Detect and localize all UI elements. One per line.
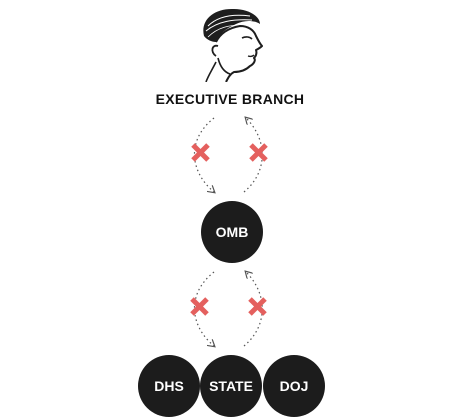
dhs-node-label: DHS: [154, 378, 184, 394]
dhs-node: DHS: [138, 355, 200, 417]
blocked-x-icon: [190, 297, 209, 316]
doj-node-label: DOJ: [279, 378, 309, 394]
executive-branch-title: EXECUTIVE BRANCH: [155, 91, 305, 107]
state-node: STATE: [200, 355, 262, 417]
omb-node: OMB: [201, 201, 263, 263]
state-node-label: STATE: [209, 378, 253, 394]
arrow-omb-to-state: [193, 271, 214, 346]
blocked-x-icon: [191, 143, 210, 162]
blocked-x-icon: [249, 143, 268, 162]
arrow-executive-to-omb: [193, 117, 214, 192]
blocked-x-icon: [248, 297, 267, 316]
trump-caricature-icon: [203, 8, 263, 82]
doj-node: DOJ: [263, 355, 325, 417]
omb-node-label: OMB: [215, 224, 249, 240]
